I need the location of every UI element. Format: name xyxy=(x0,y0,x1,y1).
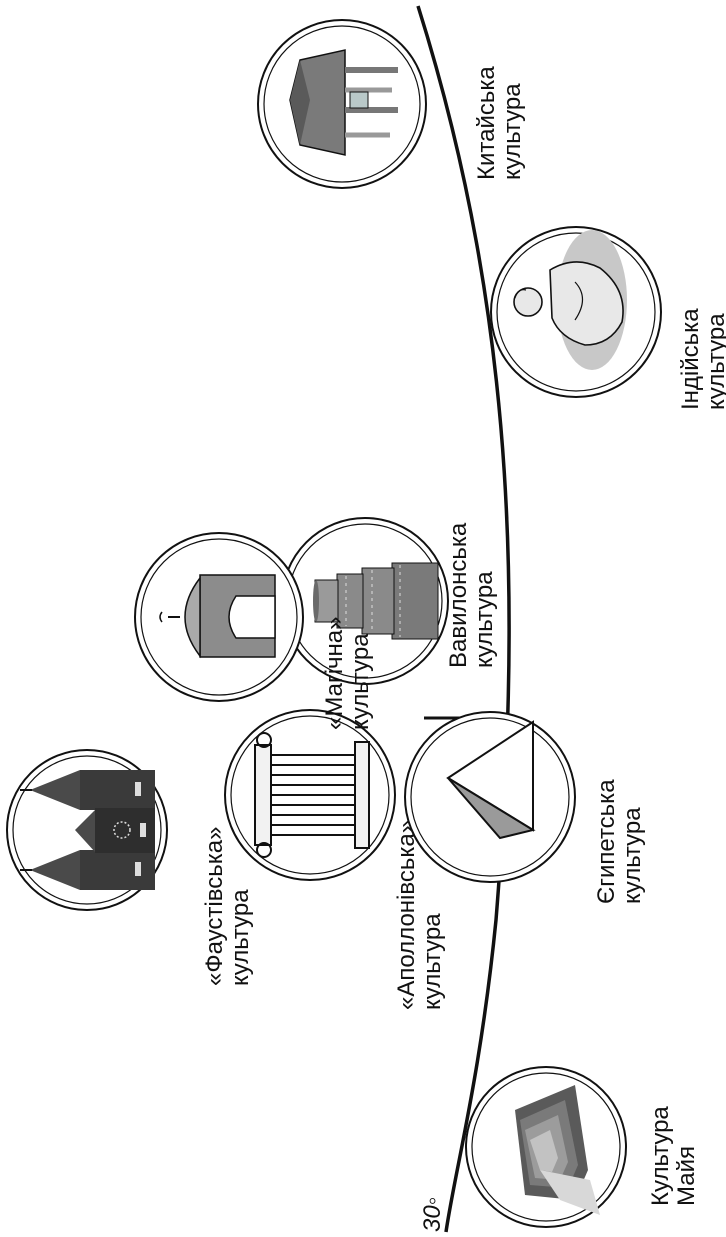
magian-overlay xyxy=(0,0,726,1237)
